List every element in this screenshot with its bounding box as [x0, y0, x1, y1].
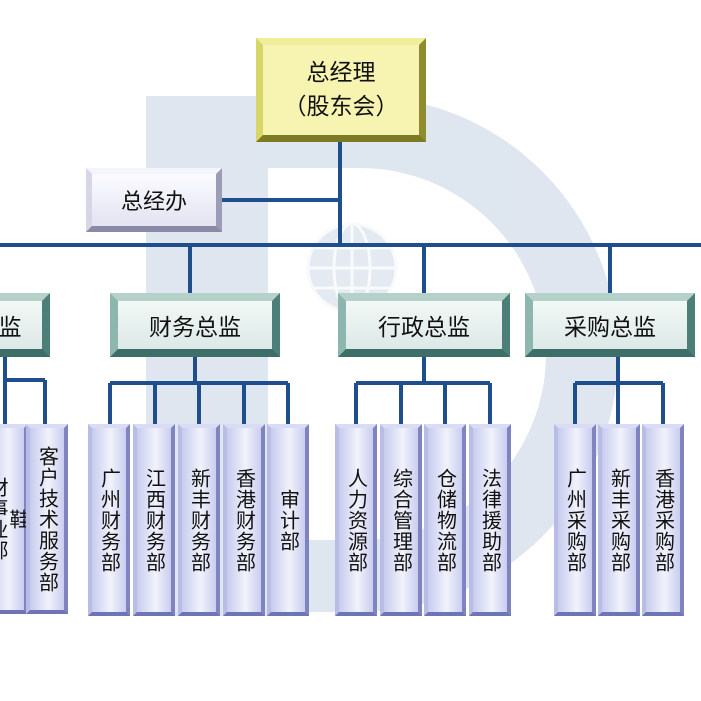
dept-box: 江西财务部: [133, 424, 175, 616]
dept-box: 审计部: [267, 424, 309, 616]
general-manager-subtitle: （股东会）: [283, 94, 399, 120]
dept-box: 广州财务部: [88, 424, 130, 616]
dept-box: 法律援助部: [469, 424, 511, 616]
dept-box: 客户技术服务部: [26, 424, 68, 614]
dept-box: 人力资源部: [335, 424, 377, 616]
connector-lines: [0, 142, 701, 424]
general-manager-title: 总经理: [306, 60, 376, 86]
director-box-admin: 行政总监: [338, 293, 510, 357]
director-box-left: 监: [0, 293, 50, 357]
dept-box: 广州采购部: [554, 424, 596, 616]
general-office-box: 总经办: [86, 168, 222, 232]
dept-box: 香港采购部: [642, 424, 684, 616]
dept-box: 新丰财务部: [178, 424, 220, 616]
dept-box: 香港财务部: [223, 424, 265, 616]
dept-box: 综合管理部: [380, 424, 422, 616]
director-box-purchasing: 采购总监: [525, 293, 695, 357]
watermark-arc: [268, 96, 618, 612]
dept-box: 新丰采购部: [598, 424, 640, 616]
dept-box: 仓储物流部: [424, 424, 466, 616]
director-box-finance: 财务总监: [110, 293, 280, 357]
general-manager-box: 总经理 （股东会）: [256, 38, 426, 142]
dept-box: 鞋 材事业部: [0, 424, 30, 614]
